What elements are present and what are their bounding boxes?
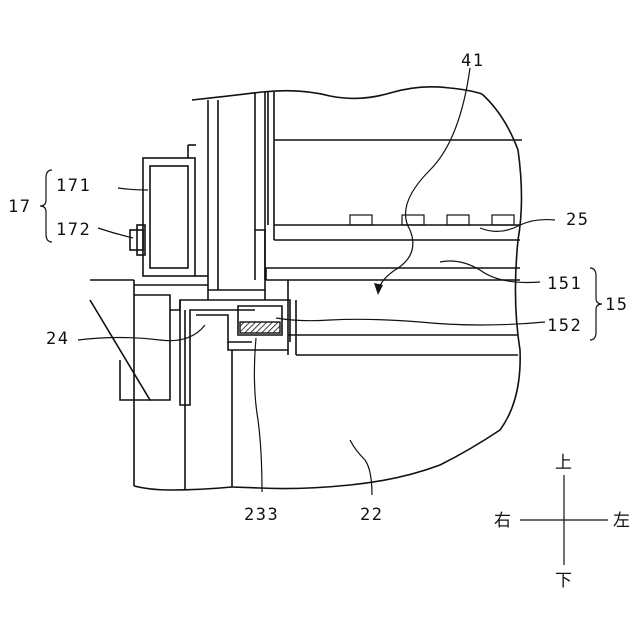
label-172: 172 xyxy=(56,220,91,240)
component-17 xyxy=(130,145,208,276)
label-171: 171 xyxy=(56,176,91,196)
label-25: 25 xyxy=(566,210,589,230)
frame-walls xyxy=(208,92,274,300)
label-41: 41 xyxy=(461,51,484,71)
label-15: 15 xyxy=(605,295,628,315)
label-17: 17 xyxy=(8,197,31,217)
label-233: 233 xyxy=(244,505,279,525)
component-25 xyxy=(274,140,522,240)
label-152: 152 xyxy=(547,316,582,336)
direction-left: 左 xyxy=(613,511,630,531)
brace-17 xyxy=(40,170,52,242)
direction-compass: 上 下 右 左 xyxy=(494,453,630,591)
right-outline xyxy=(232,94,522,489)
bottom-break-line xyxy=(134,486,232,490)
direction-up: 上 xyxy=(555,453,572,473)
direction-down: 下 xyxy=(555,571,572,591)
direction-right: 右 xyxy=(494,511,511,531)
label-24: 24 xyxy=(46,329,69,349)
label-151: 151 xyxy=(547,274,582,294)
hatched-part-233 xyxy=(240,322,280,333)
label-22: 22 xyxy=(360,505,383,525)
leader-lines xyxy=(78,68,555,495)
rail-area xyxy=(90,230,290,490)
top-break-line xyxy=(192,87,482,100)
component-15 xyxy=(266,268,520,355)
brace-15 xyxy=(590,268,602,340)
